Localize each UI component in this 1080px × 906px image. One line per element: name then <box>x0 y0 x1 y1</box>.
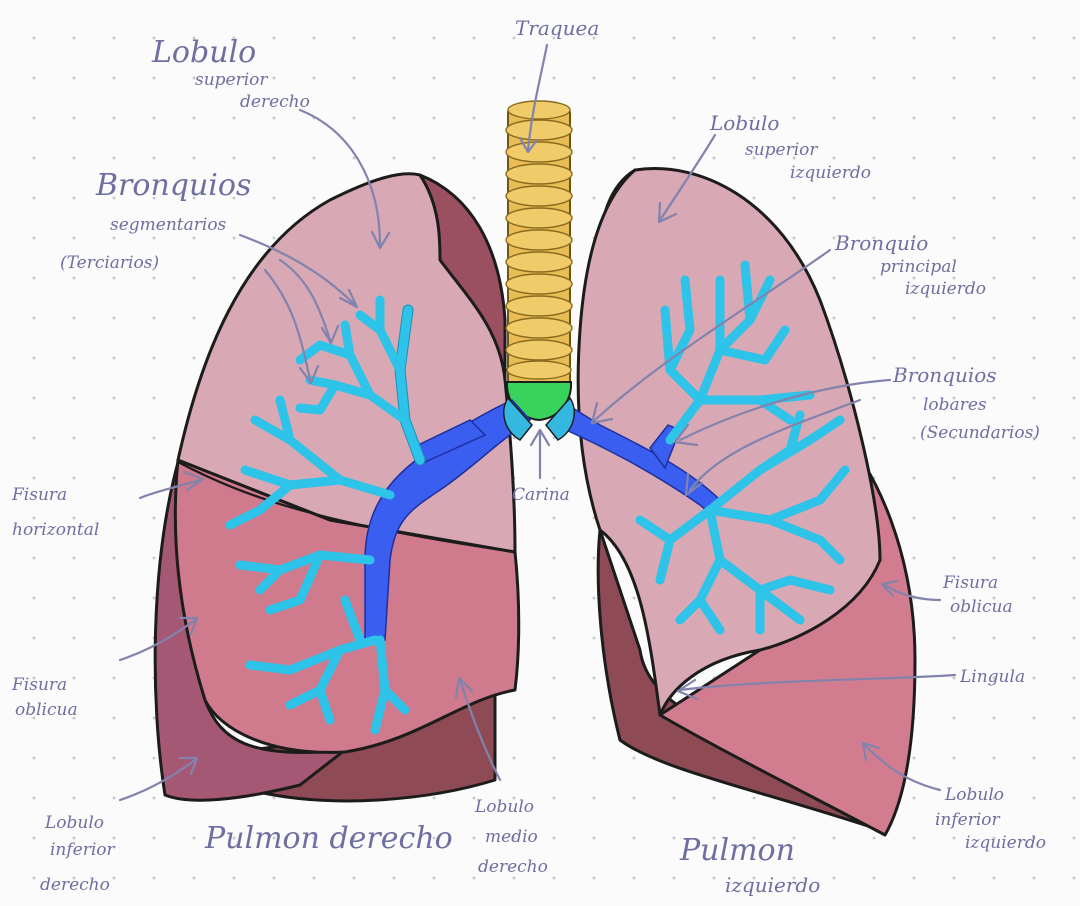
label-pulmon-izquierdo: Pulmon izquierdo <box>679 833 820 897</box>
trachea-ring <box>506 230 572 250</box>
label-traquea: Traquea <box>515 16 599 40</box>
trachea-ring <box>506 296 572 316</box>
arrow-carina <box>531 430 549 478</box>
trachea-ring <box>506 318 572 338</box>
label-carina: Carina <box>512 485 570 505</box>
trachea-ring <box>506 120 572 140</box>
label-pulmon-derecho: Pulmon derecho <box>204 821 453 856</box>
trachea-ring <box>506 142 572 162</box>
label-lobulo-sup-der: Lobulo superior derecho <box>151 35 310 112</box>
trachea-ring <box>506 340 572 360</box>
trachea <box>506 101 572 420</box>
trachea-ring <box>506 252 572 272</box>
label-lobulo-medio-der: Lobulo medio derecho <box>474 797 548 877</box>
label-bronquios-segmentarios: Bronquios segmentarios (Terciarios) <box>60 168 256 273</box>
label-lobulo-inf-izq: Lobulo inferior izquierdo <box>935 785 1046 853</box>
label-fisura-horizontal: Fisura horizontal <box>11 485 99 540</box>
trachea-ring <box>506 208 572 228</box>
label-lobulo-sup-izq: Lobulo superior izquierdo <box>709 111 871 183</box>
label-lingula: Lingula <box>959 667 1025 687</box>
label-bronquio-principal-izq: Bronquio principal izquierdo <box>834 231 986 299</box>
trachea-ring <box>506 164 572 184</box>
right-lung <box>155 174 519 801</box>
trachea-ring <box>508 101 570 119</box>
trachea-ring <box>507 361 571 379</box>
label-fisura-obliqua-der: Fisura oblicua <box>11 675 78 720</box>
label-fisura-obliqua-izq: Fisura oblicua <box>942 573 1013 617</box>
label-lobulo-inf-der: Lobulo inferior derecho <box>40 813 120 895</box>
trachea-ring <box>506 274 572 294</box>
trachea-ring <box>506 186 572 206</box>
label-bronquios-lobares: Bronquios lobares (Secundarios) <box>892 363 1040 443</box>
